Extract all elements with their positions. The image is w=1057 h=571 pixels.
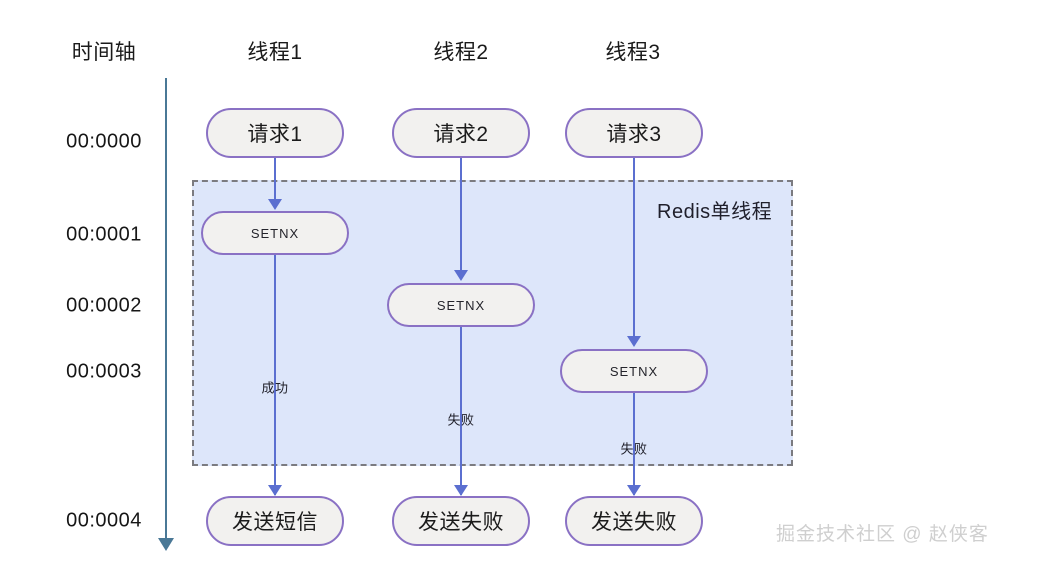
timeline-axis-header: 时间轴	[71, 41, 137, 64]
node-result-thread-2[interactable]: 发送失败	[392, 496, 530, 546]
timeline-tick-00-0000: 00:0000	[66, 130, 142, 153]
node-request-1[interactable]: 请求1	[206, 108, 344, 158]
column-header-thread-2: 线程2	[433, 41, 489, 64]
connector-setnx3-to-result3	[633, 393, 635, 495]
edge-label-thread-1: 成功	[261, 380, 289, 396]
edge-label-thread-2: 失败	[447, 412, 475, 428]
connector-setnx2-to-result2	[460, 327, 462, 495]
timeline-axis-arrowhead	[158, 538, 174, 551]
arrowhead-request1-to-setnx1	[268, 199, 282, 210]
column-header-thread-3: 线程3	[605, 41, 661, 64]
column-header-thread-1: 线程1	[247, 41, 303, 64]
timeline-tick-00-0001: 00:0001	[66, 223, 142, 246]
connector-request1-to-setnx1	[274, 157, 276, 199]
node-setnx-thread-2[interactable]: SETNX	[387, 283, 535, 327]
arrowhead-setnx2-to-result2	[454, 485, 468, 496]
timeline-axis-line	[165, 78, 167, 545]
arrowhead-request3-to-setnx3	[627, 336, 641, 347]
timeline-tick-00-0004: 00:0004	[66, 509, 142, 532]
redis-single-thread-label: Redis单线程	[657, 201, 773, 223]
connector-setnx1-to-result1	[274, 255, 276, 495]
timeline-tick-00-0003: 00:0003	[66, 360, 142, 383]
node-result-thread-1[interactable]: 发送短信	[206, 496, 344, 546]
node-result-thread-3[interactable]: 发送失败	[565, 496, 703, 546]
arrowhead-request2-to-setnx2	[454, 270, 468, 281]
connector-request3-to-setnx3	[633, 157, 635, 336]
edge-label-thread-3: 失败	[620, 441, 648, 457]
node-setnx-thread-1[interactable]: SETNX	[201, 211, 349, 255]
watermark: 掘金技术社区 @ 赵侠客	[776, 524, 989, 545]
arrowhead-setnx1-to-result1	[268, 485, 282, 496]
arrowhead-setnx3-to-result3	[627, 485, 641, 496]
node-request-3[interactable]: 请求3	[565, 108, 703, 158]
connector-request2-to-setnx2	[460, 157, 462, 270]
node-request-2[interactable]: 请求2	[392, 108, 530, 158]
node-setnx-thread-3[interactable]: SETNX	[560, 349, 708, 393]
timeline-tick-00-0002: 00:0002	[66, 294, 142, 317]
